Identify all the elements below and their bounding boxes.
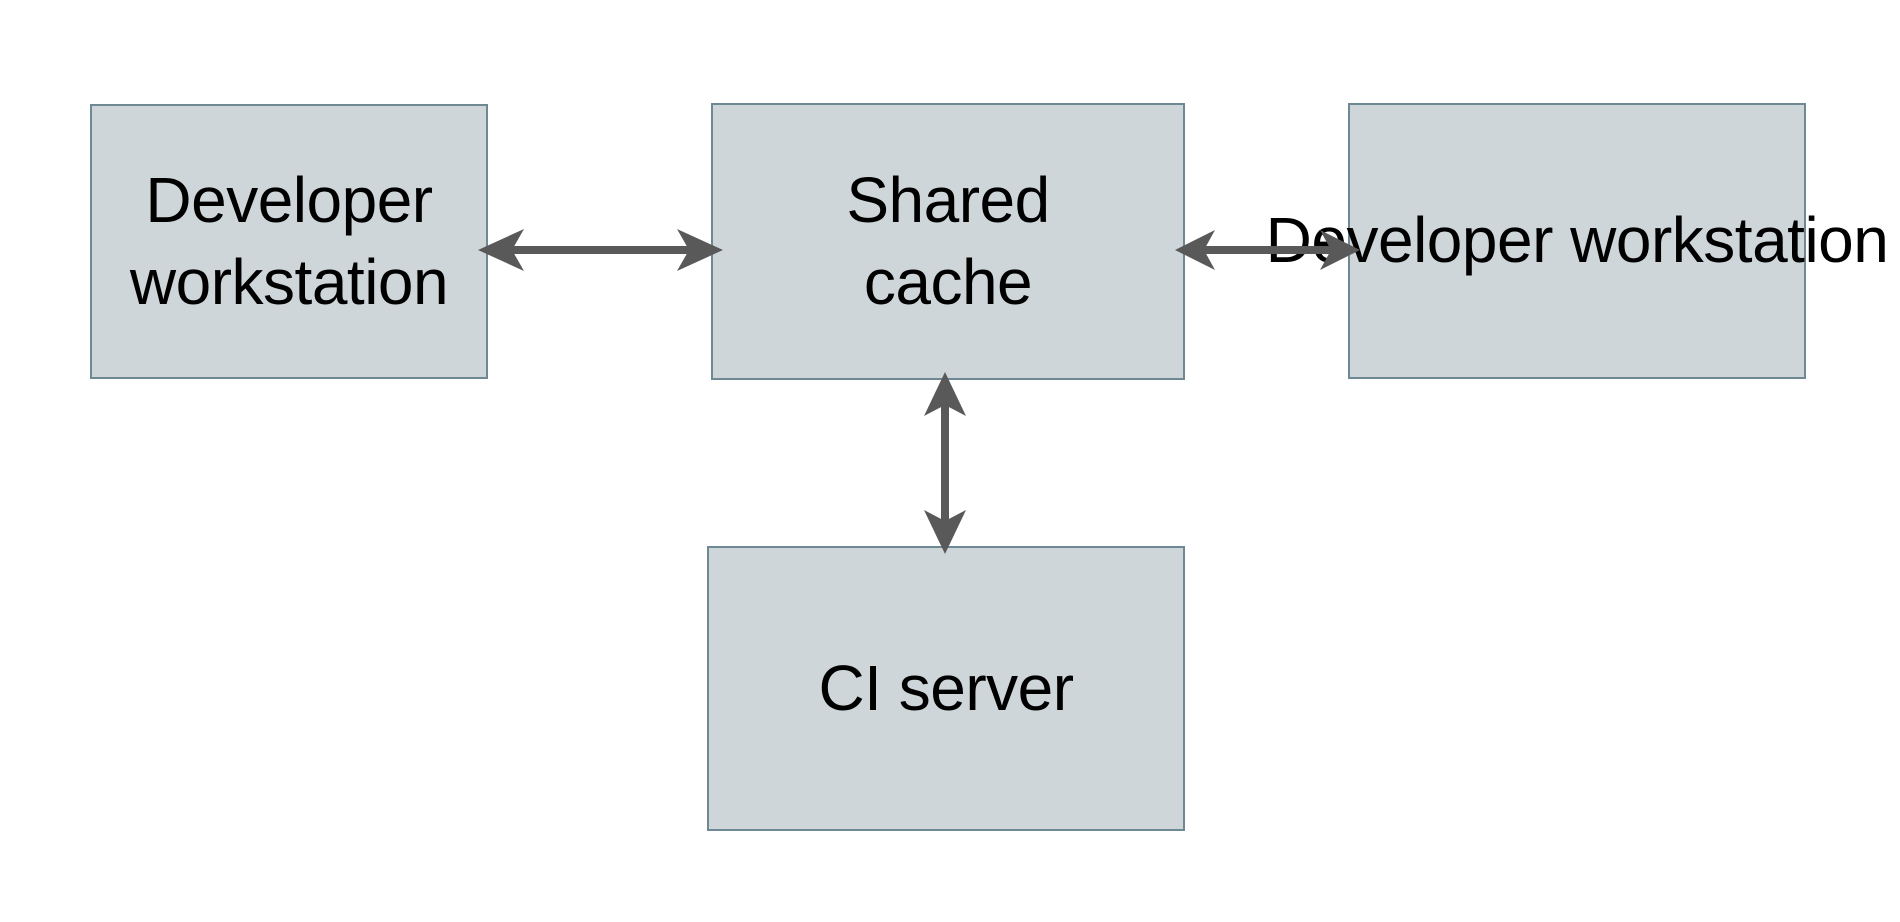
node-shared-cache[interactable]: Shared cache (711, 103, 1185, 380)
node-label-shared-cache: Shared cache (846, 163, 1050, 318)
node-developer-workstation-left[interactable]: Developer workstation (90, 104, 488, 379)
connector-left-workstation-to-cache[interactable] (478, 215, 723, 285)
connector-cache-to-ci-server[interactable] (910, 372, 980, 554)
double-arrow-horizontal-icon (478, 229, 723, 271)
node-label-developer-workstation-right: Developer workstation (1265, 204, 1889, 277)
double-arrow-vertical-icon (924, 372, 966, 554)
connector-cache-to-right-workstation[interactable] (1175, 215, 1360, 285)
node-label-ci-server: CI server (818, 651, 1074, 724)
double-arrow-horizontal-icon (1175, 230, 1360, 270)
node-developer-workstation-right[interactable]: Developer workstation (1266, 103, 1889, 379)
node-label-developer-workstation-left: Developer workstation (129, 163, 449, 318)
node-ci-server[interactable]: CI server (707, 546, 1185, 831)
